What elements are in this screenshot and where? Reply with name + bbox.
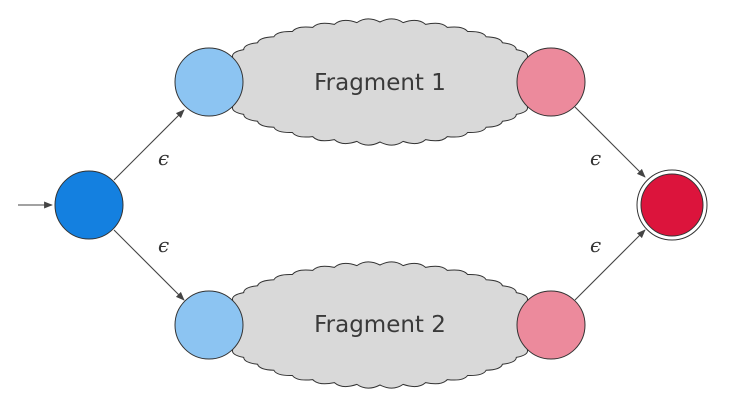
accept-state: [636, 169, 708, 241]
fragment-2-end-state: [516, 290, 586, 360]
fragment-1-end-state: [516, 47, 586, 117]
fragment-2-label: Fragment 2: [314, 312, 446, 338]
start-state: [54, 170, 124, 240]
edge-fragment-1-to-accept: [574, 106, 646, 178]
edge-fragment-2-to-accept: [574, 229, 646, 301]
fragment-1-label: Fragment 1: [314, 70, 446, 96]
epsilon-label-lower-left: ϵ: [158, 233, 169, 257]
fragment-1-start-state: [174, 47, 244, 117]
edge-start-to-fragment-2: [113, 229, 185, 301]
epsilon-label-upper-left: ϵ: [158, 146, 169, 170]
edge-start-to-fragment-1: [113, 109, 185, 181]
epsilon-label-lower-right: ϵ: [590, 233, 601, 257]
epsilon-label-upper-right: ϵ: [590, 146, 601, 170]
fragment-2-start-state: [174, 290, 244, 360]
